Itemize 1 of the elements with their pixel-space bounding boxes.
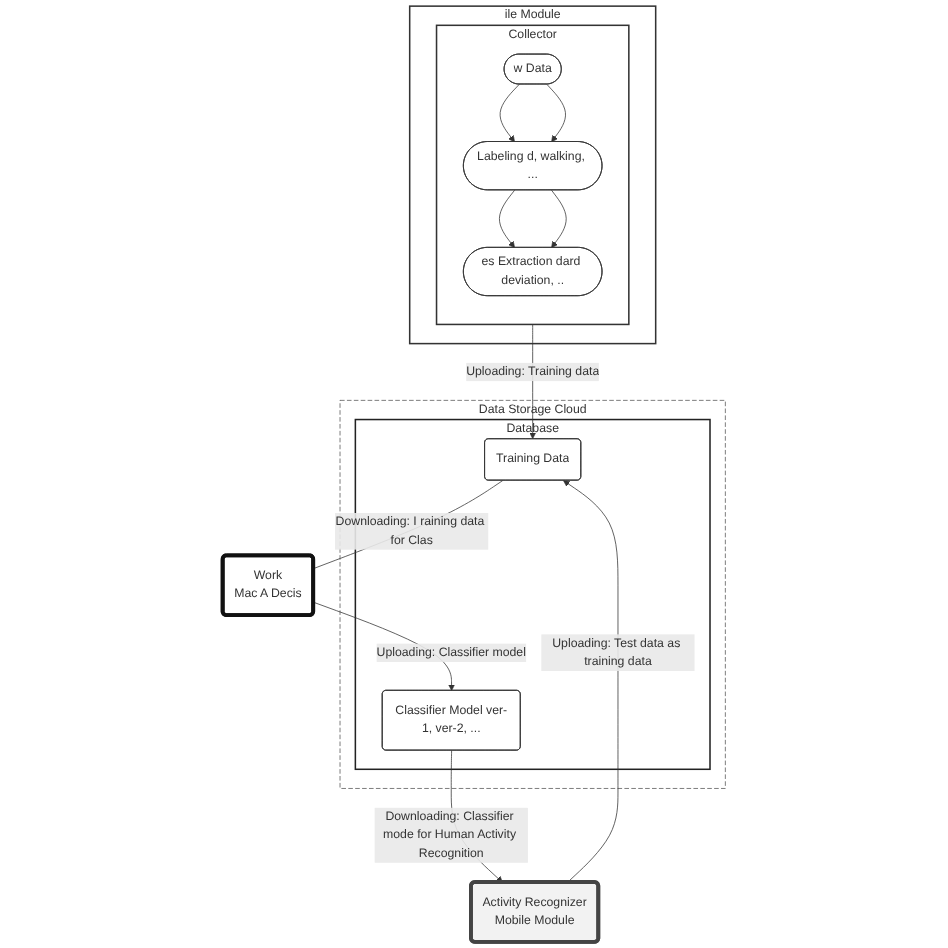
- connector: [313, 480, 504, 569]
